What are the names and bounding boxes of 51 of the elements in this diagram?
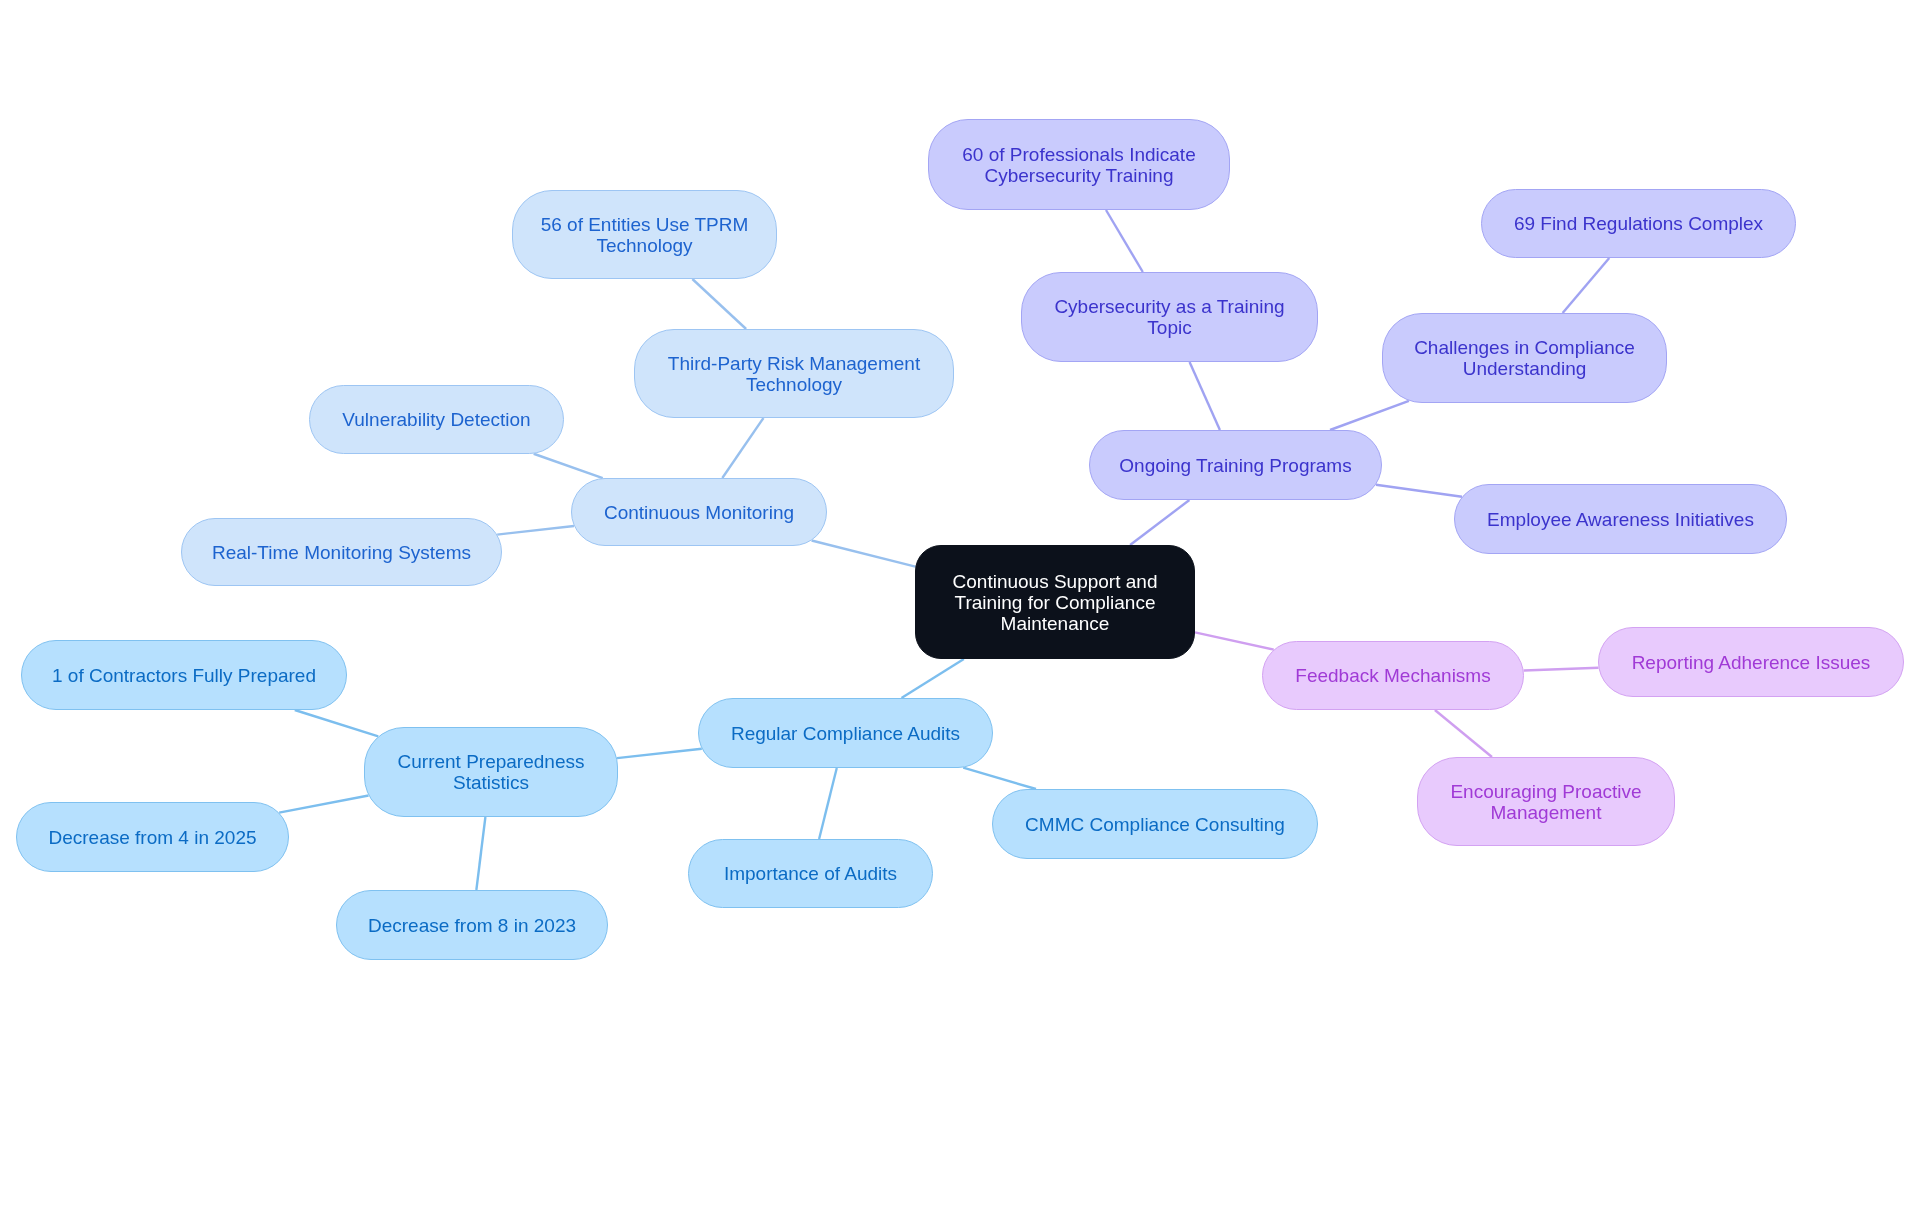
connector-line [1329, 399, 1410, 432]
node-text: 69 Find Regulations Complex [1513, 213, 1764, 234]
node-text: Current Preparedness Statistics [396, 751, 586, 793]
topic-node [16, 802, 289, 872]
connector-line [1104, 209, 1144, 273]
connector-line [1523, 666, 1599, 672]
connector-line [1194, 631, 1274, 651]
node-text: Employee Awareness Initiatives [1487, 508, 1754, 530]
connector-line [1561, 257, 1611, 314]
node-text: Vulnerability Detection [342, 409, 531, 430]
connector-line [1188, 361, 1221, 431]
connector-line [294, 708, 379, 738]
node-text: Real-Time Monitoring Systems [211, 541, 471, 563]
central-topic-node [915, 545, 1195, 659]
node-text: CMMC Compliance Consulting [1025, 813, 1285, 835]
node-text: 1 of Contractors Fully Prepared [52, 664, 316, 686]
connector-line [497, 524, 575, 536]
connector-line [616, 747, 702, 760]
node-text: Ongoing Training Programs [1119, 454, 1352, 476]
node-text: Importance of Audits [723, 863, 898, 884]
connector-line [475, 816, 487, 891]
node-text: Regular Compliance Audits [730, 722, 961, 744]
connector-line [817, 767, 838, 840]
connector-line [811, 539, 916, 568]
topic-node [364, 727, 618, 817]
node-text: Cybersecurity as a Training Topic [1053, 296, 1286, 338]
topic-node [1089, 430, 1382, 500]
connector-line [1375, 483, 1463, 498]
node-text: 60 of Professionals Indicate Cybersecurity Training [961, 143, 1197, 186]
topic-node [181, 518, 502, 586]
connector-line [533, 452, 604, 480]
connector-line [1434, 709, 1493, 758]
node-text: Decrease from 8 in 2023 [367, 914, 577, 936]
connector-line [1129, 499, 1191, 546]
node-text: Challenges in Compliance Understanding [1413, 337, 1636, 379]
topic-node [1454, 484, 1787, 554]
connector-line [721, 417, 765, 479]
node-text: Feedback Mechanisms [1295, 665, 1491, 686]
node-text: Reporting Adherence Issues [1631, 651, 1871, 673]
node-text: Continuous Monitoring [603, 501, 795, 523]
node-text: 56 of Entities Use TPRM Technology [539, 213, 750, 256]
connector-line [691, 278, 747, 330]
topic-node [571, 478, 827, 546]
node-text: Third-Party Risk Management Technology [666, 352, 922, 395]
node-text: Decrease from 4 in 2025 [48, 826, 257, 848]
connector-line [278, 794, 369, 814]
connector-line [962, 766, 1037, 791]
topic-node [1262, 641, 1524, 710]
node-text: Encouraging Proactive Management [1449, 780, 1643, 823]
node-text: Continuous Support and Training for Compliance Maintenance [951, 570, 1159, 634]
connector-line [900, 658, 965, 699]
